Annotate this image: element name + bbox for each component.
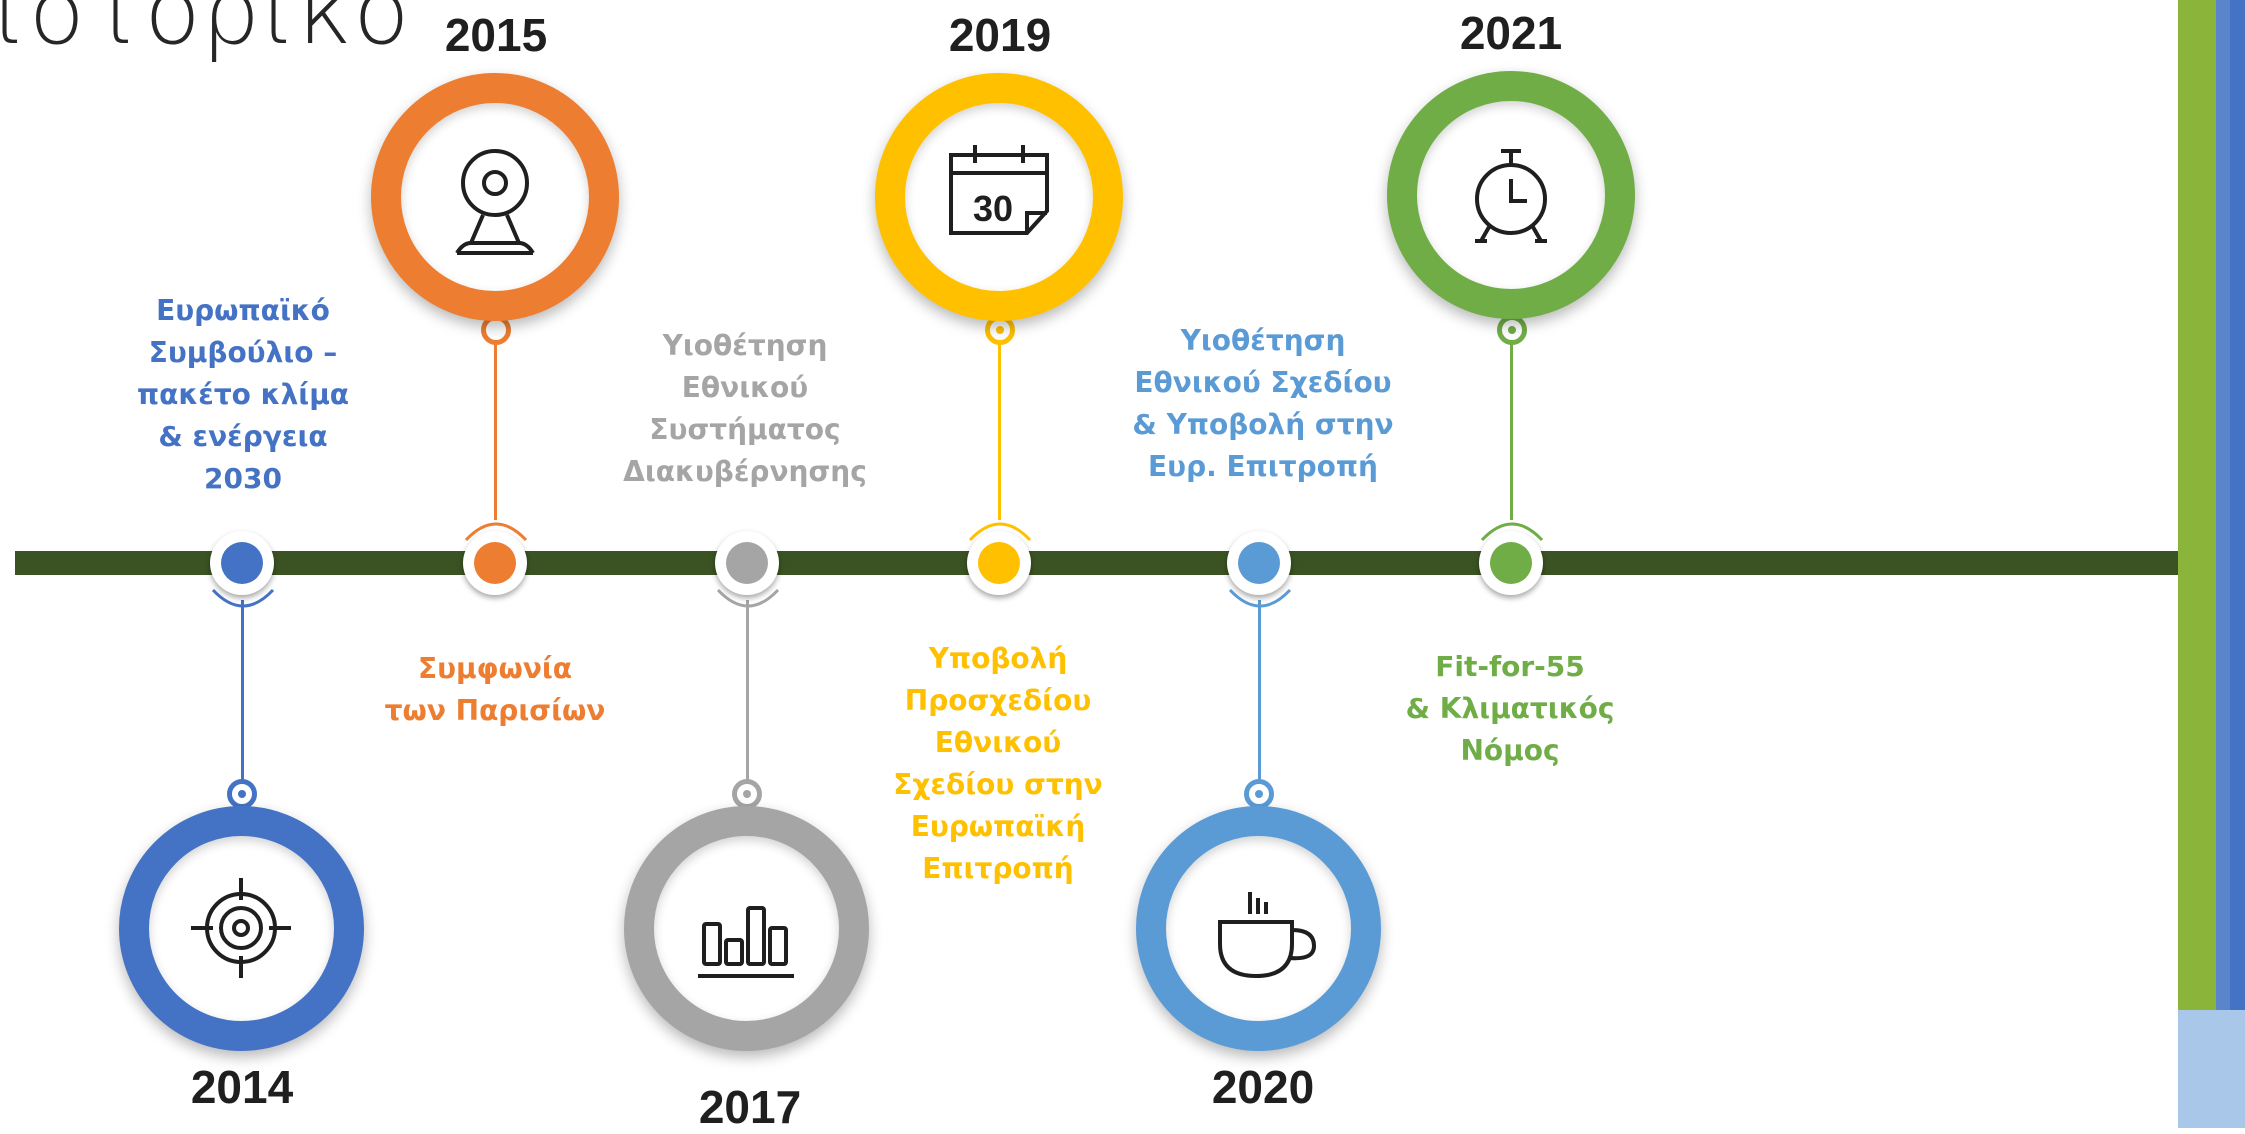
side-accent-bar-blue-shade [2216,0,2230,1010]
milestone-year: 2019 [948,9,1052,61]
milestone-ring [119,806,364,1051]
milestone-connector [746,600,749,790]
connector-node [227,779,257,809]
webcam-icon [455,149,535,255]
bar-chart-icon [698,906,794,978]
axis-node [715,531,779,595]
axis-node [1479,531,1543,595]
page-title: ιστορικό [0,0,411,65]
milestone-connector [494,340,497,520]
milestone-year: 2014 [190,1061,294,1113]
axis-arc [211,588,275,608]
connector-node [1244,779,1274,809]
timeline-axis [15,551,2245,575]
connector-node [732,779,762,809]
axis-node [967,531,1031,595]
axis-node [463,531,527,595]
milestone-ring: 30 [875,73,1123,321]
milestone-connector [998,340,1001,520]
milestone-connector [241,600,244,790]
milestone-ring [1136,806,1381,1051]
axis-node [210,531,274,595]
axis-arc [1480,522,1544,542]
calendar-icon: 30 [949,145,1049,235]
coffee-cup-icon [1218,892,1317,979]
milestone-year: 2020 [1211,1061,1315,1113]
milestone-year: 2021 [1459,7,1563,59]
axis-arc [716,588,780,608]
target-icon [191,878,291,978]
axis-arc [464,522,528,542]
axis-arc [968,522,1032,542]
connector-node [1497,315,1527,345]
milestone-ring [624,806,869,1051]
side-accent-bar-green [2178,0,2216,1010]
axis-arc [1228,588,1292,608]
side-accent-bar-lightblue [2178,1010,2245,1128]
milestone-connector [1258,600,1261,790]
milestone-ring [1387,71,1635,319]
calendar-day: 30 [973,188,1013,229]
milestone-connector [1510,340,1513,520]
milestone-ring [371,73,619,321]
milestone-year: 2015 [444,9,548,61]
axis-node [1227,531,1291,595]
stopwatch-icon [1475,149,1547,243]
milestone-year: 2017 [698,1081,802,1133]
